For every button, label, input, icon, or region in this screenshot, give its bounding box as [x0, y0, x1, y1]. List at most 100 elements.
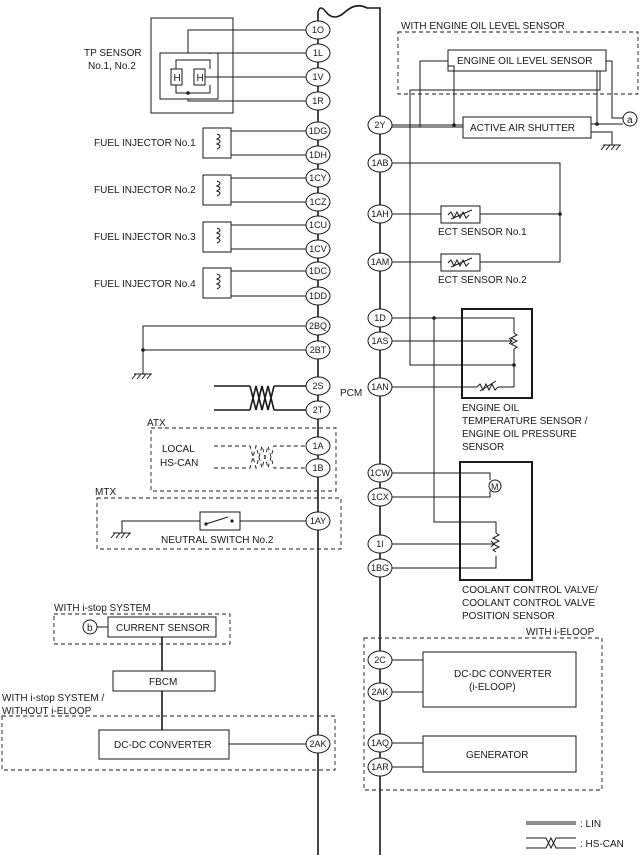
- ccv-label-3: POSITION SENSOR: [462, 611, 555, 622]
- legend-lin-label: : LIN: [580, 819, 601, 830]
- left-pin-label: 1O: [312, 25, 324, 35]
- tp-wire-1r: [187, 99, 306, 102]
- ccv-potentiometer: [490, 532, 501, 553]
- eol-frame: [397, 31, 639, 95]
- switch-contact-2: [230, 519, 234, 523]
- with-istop-label: WITH i-stop SYSTEM: [54, 603, 151, 614]
- right-pin-2c: 2C: [367, 650, 393, 670]
- dcdc-eloop-label: DC-DC CONVERTER: [454, 669, 552, 680]
- dcdc-eloop-label-2: (i-ELOOP): [469, 682, 516, 693]
- ground-symbol-1: [131, 373, 152, 380]
- dcdc-eloop-wires: [392, 659, 423, 693]
- ground-wire-2bt: [142, 349, 306, 374]
- right-pin-1ah: 1AH: [367, 204, 393, 224]
- fuel-injector-2: [202, 174, 306, 206]
- left-pin-1r: 1R: [305, 91, 331, 111]
- legend-hs-can-symbol: [526, 836, 576, 850]
- eot-label: ENGINE OIL: [462, 403, 520, 414]
- left-pin-label: 1DD: [309, 291, 328, 301]
- fuel-injector-1: [202, 127, 306, 159]
- left-pin-group: 1O1L1V1R1DG1DH1CY1CZ1CU1CV1DC1DD2BQ2BT2S…: [305, 20, 331, 754]
- right-pin-label: 1CW: [370, 468, 391, 478]
- right-pin-1cw: 1CW: [367, 463, 393, 483]
- tp-sensor-label-2: No.1, No.2: [88, 61, 136, 72]
- right-pin-label: 2AK: [371, 687, 388, 697]
- left-pin-1a: 1A: [305, 436, 331, 456]
- aas-power-wire: [591, 123, 623, 145]
- local-hs-can-twisted-pair: [214, 444, 306, 470]
- ground-symbol-2: [110, 532, 131, 539]
- pcm-label: PCM: [340, 388, 362, 399]
- left-pin-label: 2AK: [309, 739, 326, 749]
- generator-wires: [392, 742, 423, 768]
- generator-label: GENERATOR: [466, 750, 528, 761]
- tp-h2-label: H: [197, 73, 204, 84]
- left-pin-1cv: 1CV: [305, 239, 331, 259]
- tp-h1-label: H: [174, 73, 181, 84]
- power-junction: [595, 122, 599, 126]
- eot-pressure-resistor: [508, 332, 519, 365]
- right-pin-1ar: 1AR: [367, 757, 393, 777]
- legend-lin-symbol: [526, 821, 576, 825]
- eol-power-wire: [596, 60, 623, 124]
- left-pin-label: 2BQ: [309, 321, 327, 331]
- right-pin-label: 1AR: [371, 762, 389, 772]
- legend-hs-can-label: : HS-CAN: [580, 839, 624, 850]
- right-pin-1d: 1D: [367, 308, 393, 328]
- atx-label: ATX: [147, 418, 166, 429]
- ect-junction: [558, 212, 562, 216]
- right-pin-1ab: 1AB: [367, 153, 393, 173]
- left-pin-1v: 1V: [305, 67, 331, 87]
- ground-junction: [141, 348, 145, 352]
- left-pin-1o: 1O: [305, 20, 331, 40]
- ccv-motor-wires: [392, 472, 491, 498]
- left-pin-2ak: 2AK: [305, 734, 331, 754]
- eot-junction-2: [512, 363, 516, 367]
- connector-b-label: b: [87, 623, 93, 634]
- right-pin-label: 1AH: [371, 209, 389, 219]
- hs-can-twisted-pair: [214, 385, 306, 411]
- right-pin-1am: 1AM: [367, 252, 393, 272]
- left-pin-label: 1B: [312, 463, 323, 473]
- switch-contact-1: [204, 522, 208, 526]
- istop-no-eloop-frame: [1, 715, 336, 771]
- generator-box: [422, 735, 577, 773]
- dcdc-eloop-box: [422, 651, 577, 708]
- eol-sensor-label: ENGINE OIL LEVEL SENSOR: [457, 56, 592, 67]
- legend: : LIN : HS-CAN: [526, 819, 624, 850]
- tp-sensor-label: TP SENSOR: [84, 48, 142, 59]
- eot-label-3: ENGINE OIL PRESSURE: [462, 429, 577, 440]
- right-pin-label: 1AS: [371, 336, 388, 346]
- tp-wire-1o: [187, 29, 306, 53]
- fuel-injector-4-label: FUEL INJECTOR No.4: [94, 279, 196, 290]
- motor-icon: [488, 479, 502, 493]
- eot-thermistor: [476, 380, 499, 392]
- right-pin-label: 2C: [374, 655, 386, 665]
- istop-frame: [53, 613, 231, 645]
- left-pin-label: 1AY: [310, 516, 326, 526]
- right-pin-label: 1BG: [371, 563, 389, 573]
- left-pin-label: 2BT: [310, 345, 327, 355]
- right-pin-1bg: 1BG: [367, 558, 393, 578]
- right-pin-2y: 2Y: [367, 115, 393, 135]
- left-pin-label: 1CZ: [309, 197, 327, 207]
- right-pin-label: 1D: [374, 313, 386, 323]
- right-pin-1i: 1I: [367, 534, 393, 554]
- fuel-injector-1-label: FUEL INJECTOR No.1: [94, 138, 196, 149]
- left-pin-1dc: 1DC: [305, 261, 331, 281]
- with-istop-without-eloop-label-2: WITHOUT i-ELOOP: [2, 706, 92, 717]
- ccv-label: COOLANT CONTROL VALVE/: [462, 585, 598, 596]
- left-pin-1dh: 1DH: [305, 145, 331, 165]
- left-pin-1ay: 1AY: [305, 511, 331, 531]
- right-pin-2ak: 2AK: [367, 682, 393, 702]
- with-eol-label: WITH ENGINE OIL LEVEL SENSOR: [401, 21, 565, 32]
- neutral-switch-contacts: [121, 516, 306, 533]
- eot-label-4: SENSOR: [462, 442, 504, 453]
- active-air-shutter-label: ACTIVE AIR SHUTTER: [470, 123, 575, 134]
- local-hs-can-label: LOCAL: [162, 444, 195, 455]
- left-pin-1cu: 1CU: [305, 215, 331, 235]
- ground-symbol-3: [600, 144, 621, 151]
- left-pin-2bq: 2BQ: [305, 316, 331, 336]
- with-eloop-label: WITH i-ELOOP: [526, 627, 595, 638]
- right-pin-label: 1AB: [371, 158, 388, 168]
